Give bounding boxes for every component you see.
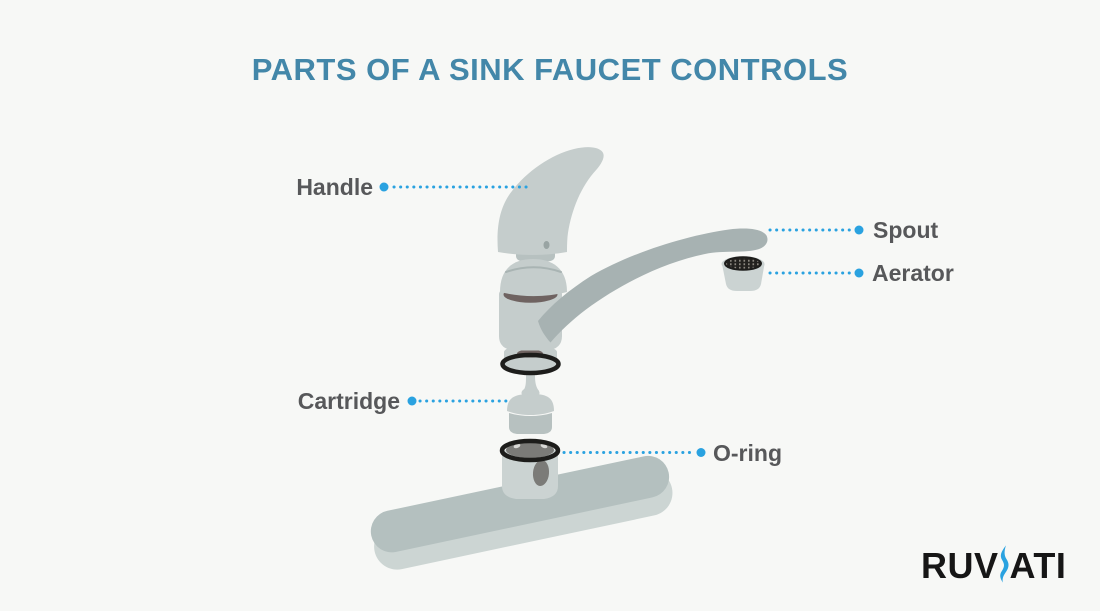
deck-plate-top: [370, 455, 670, 553]
logo-swoosh-icon: [999, 545, 1009, 583]
spout-aerator: [721, 256, 765, 291]
cartridge-base: [509, 413, 552, 434]
handle-lever: [497, 147, 604, 255]
base-socket-hole: [532, 460, 550, 486]
faucet-cartridge: [507, 375, 554, 434]
label-cartridge: Cartridge: [297, 388, 400, 414]
label-spout: Spout: [873, 217, 939, 243]
leader-dot-spout: [854, 225, 864, 235]
logo-text-right: ATI: [1009, 545, 1067, 586]
seal-oring: [500, 352, 561, 376]
cartridge-dome: [507, 394, 554, 415]
leader-dot-aerator: [854, 268, 864, 278]
leader-lines: [379, 182, 864, 457]
label-oring: O-ring: [713, 440, 782, 466]
cartridge-stem: [523, 375, 539, 391]
faucet-spout: [538, 228, 768, 343]
faucet-handle: [497, 147, 604, 255]
aerator-mesh: [724, 256, 762, 271]
ruvati-logo: RUV ATI: [921, 545, 1066, 587]
dome-cap: [500, 259, 567, 297]
leader-dot-oring: [696, 448, 706, 457]
leader-dot-handle: [379, 182, 389, 192]
deck-plate: [370, 455, 673, 570]
label-aerator: Aerator: [872, 260, 954, 286]
base-socket: [499, 438, 561, 499]
dome-cap-seam: [505, 266, 562, 273]
dome-cap-body: [500, 259, 567, 297]
logo-text-left: RUV: [921, 545, 999, 586]
base-oring: [499, 438, 561, 463]
page-title: PARTS OF A SINK FAUCET CONTROLS: [251, 52, 849, 87]
leader-dot-cartridge: [407, 396, 417, 406]
socket-highlight-left: [513, 443, 521, 449]
label-handle: Handle: [296, 174, 373, 200]
handle-screw-hole: [543, 241, 550, 249]
